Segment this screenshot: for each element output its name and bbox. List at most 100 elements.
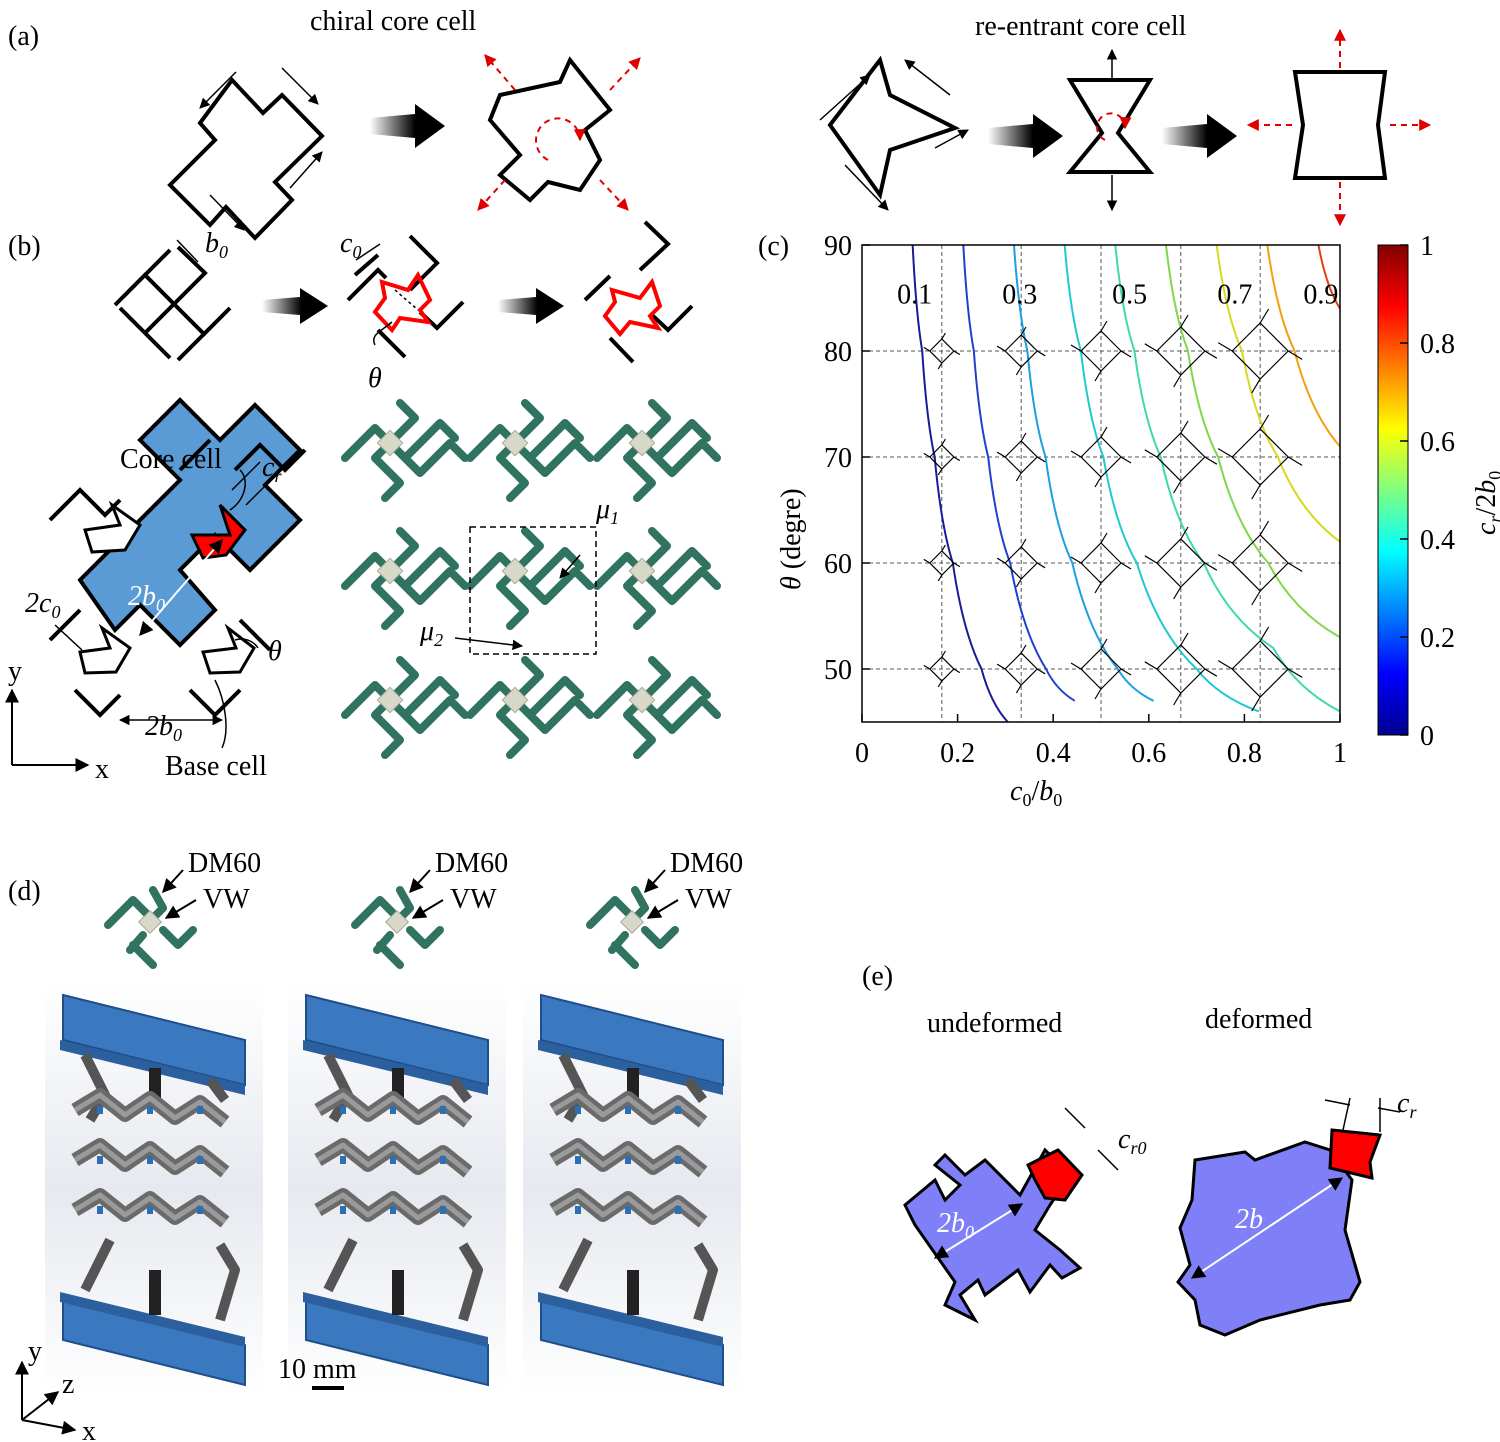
mu1-arrow: [559, 554, 581, 579]
core-insert: [390, 1206, 396, 1214]
core-insert: [340, 1206, 346, 1214]
lattice-row-highlight: [73, 1192, 227, 1224]
top-fixture-edge: [303, 1040, 488, 1095]
base-cell-blue: [77, 397, 303, 648]
cr-dimension-line: [231, 461, 261, 491]
cr-extension-line: [1342, 1097, 1351, 1131]
core-insert: [197, 1106, 203, 1114]
vw-arrow: [411, 899, 444, 919]
undeformed-title: undeformed: [927, 1008, 1062, 1039]
theta-reference-line: [394, 289, 419, 311]
contour-line: [1317, 244, 1341, 310]
core-insert: [575, 1156, 581, 1164]
lattice-row-highlight: [73, 1092, 227, 1124]
scale-bar-label: 10 mm: [278, 1354, 357, 1385]
two-b0-label: 2b0: [128, 581, 165, 615]
cell-glyph: [1144, 632, 1218, 706]
theta-label: θ: [368, 363, 382, 394]
panel-e: (e) undeformed deformed 2b0 cr0 2b cr: [862, 961, 1417, 1337]
colorbar: [1377, 244, 1409, 736]
dm60-label: DM60: [670, 848, 743, 879]
deformed-core-cell: [1328, 1128, 1383, 1180]
core-cell-outline-red: [372, 270, 433, 334]
lattice-row-highlight: [551, 1142, 705, 1174]
material-unit-core: [137, 909, 163, 935]
lattice-ligament: [466, 527, 594, 630]
lattice-row-highlight: [551, 1092, 705, 1124]
c0-dimension-line: [355, 243, 381, 261]
x-tick-label: 0: [855, 738, 869, 769]
vw-label: VW: [203, 884, 250, 915]
material-unit-core: [619, 909, 645, 935]
core-insert: [440, 1206, 446, 1214]
cell-glyph: [996, 432, 1046, 482]
dm60-arrow: [162, 869, 184, 894]
chiral-force-arrow: [199, 71, 237, 109]
transition-arrow: [988, 114, 1063, 158]
core-cell-white: [78, 623, 132, 675]
base-cell-label: Base cell: [165, 751, 267, 782]
transition-arrow: [1162, 114, 1237, 158]
colorbar-tick-label: 0.2: [1420, 623, 1455, 654]
lattice-core-vw: [501, 429, 529, 457]
chiral-force-arrow: [209, 194, 245, 231]
colorbar-tick-label: 0.4: [1420, 525, 1455, 556]
undeformed-2b0-dimension: [933, 1203, 1024, 1259]
material-unit-core: [384, 909, 410, 935]
dm60-arrow: [409, 869, 431, 894]
core-cell-outline-red: [602, 277, 663, 338]
lattice-ligament: [341, 399, 469, 502]
core-insert: [675, 1206, 681, 1214]
assembled-cell-pinwheel: [583, 220, 694, 364]
hourglass-shape: [1065, 78, 1155, 174]
lattice-row-highlight: [73, 1142, 227, 1174]
reentrant-force-arrow: [934, 129, 969, 149]
chiral-title: chiral core cell: [310, 6, 477, 37]
colorbar-tick-label: 0.6: [1420, 427, 1455, 458]
lattice-row-highlight: [316, 1192, 470, 1224]
d-axis-y-label: y: [28, 1336, 42, 1367]
core-cell-white: [200, 623, 256, 675]
mu2-label: μ2: [419, 616, 443, 650]
core-insert: [625, 1206, 631, 1214]
contour-line: [962, 244, 1076, 702]
transition-arrow: [262, 288, 328, 324]
core-cell-leader: [229, 469, 246, 511]
cr0-dimension-line: [1064, 1107, 1086, 1129]
panel-a-label: (a): [8, 21, 39, 52]
contour-label: 0.1: [897, 279, 932, 310]
deformed-title: deformed: [1205, 1004, 1312, 1035]
cell-glyph: [1217, 520, 1303, 606]
panel-b: (b) b0 c0 θ 2b0 Core cell cr 2c: [4, 220, 721, 785]
material-unit-ligament: [104, 886, 197, 969]
mu1-label: μ1: [595, 494, 619, 528]
x-tick-label: 0.8: [1227, 738, 1262, 769]
expansion-arrow: [609, 57, 641, 91]
core-insert: [197, 1156, 203, 1164]
plot-frame: [861, 244, 1341, 723]
core-insert: [440, 1156, 446, 1164]
cr0-label: cr0: [1118, 1124, 1146, 1158]
split-cell-pinwheel: [346, 234, 465, 359]
lattice-core-vw: [501, 686, 529, 714]
cell-glyph: [1144, 314, 1218, 388]
contour-line: [1114, 244, 1341, 713]
y-tick-label: 90: [824, 231, 852, 262]
x-tick-label: 0.4: [1036, 738, 1071, 769]
material-unit-ligament: [351, 886, 444, 969]
chiral-force-arrow: [289, 151, 323, 189]
two-c0-label: 2c0: [25, 588, 60, 622]
cell-glyph: [996, 538, 1046, 588]
b0-label: b0: [205, 228, 228, 262]
panel-a: (a) chiral core cell re-entrant core cel…: [8, 6, 1432, 241]
contour-line: [1266, 244, 1341, 448]
material-unit-ligament: [586, 886, 679, 969]
base-cell-leader: [214, 679, 227, 749]
undeformed-2b0-label: 2b0: [937, 1208, 974, 1242]
contour-label: 0.3: [1002, 279, 1037, 310]
cell-glyph: [1144, 526, 1218, 600]
unit-cell-box: [469, 526, 597, 655]
